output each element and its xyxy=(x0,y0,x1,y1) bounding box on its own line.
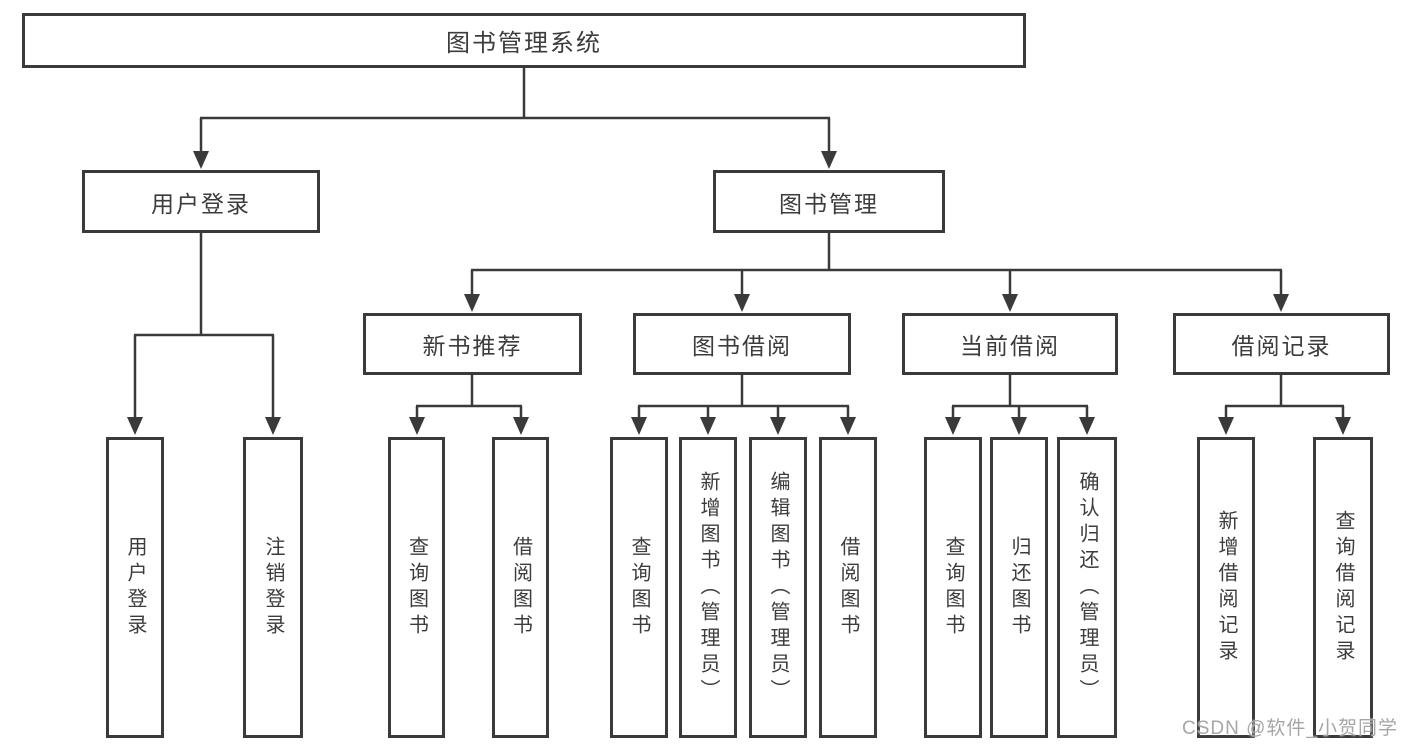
leaf-add-book-admin-label: 新增图书（管理员） xyxy=(697,470,719,705)
leaf-query-books-borrowing: 查询图书 xyxy=(610,437,668,738)
node-book-management-label: 图书管理 xyxy=(779,190,879,217)
leaf-query-books-recommend: 查询图书 xyxy=(388,437,445,738)
leaf-logout: 注销登录 xyxy=(243,437,303,738)
leaf-query-books-current: 查询图书 xyxy=(924,437,982,738)
leaf-user-login-label: 用户登录 xyxy=(124,535,146,640)
leaf-user-login: 用户登录 xyxy=(106,437,164,738)
node-new-book-recommendation: 新书推荐 xyxy=(363,313,582,375)
node-user-login-group-label: 用户登录 xyxy=(151,190,251,217)
node-book-borrowing-label: 图书借阅 xyxy=(692,333,792,359)
leaf-confirm-return-admin-label: 确认归还（管理员） xyxy=(1076,470,1098,705)
leaf-edit-book-admin: 编辑图书（管理员） xyxy=(749,437,807,738)
node-borrowing-records: 借阅记录 xyxy=(1173,313,1390,375)
leaf-confirm-return-admin: 确认归还（管理员） xyxy=(1057,437,1117,738)
node-root-label: 图书管理系统 xyxy=(446,30,602,57)
leaf-query-borrow-record: 查询借阅记录 xyxy=(1313,437,1373,738)
node-borrowing-records-label: 借阅记录 xyxy=(1231,333,1332,359)
node-new-book-recommendation-label: 新书推荐 xyxy=(422,333,523,359)
leaf-logout-label: 注销登录 xyxy=(262,535,284,640)
watermark: CSDN @软件_小贺同学 xyxy=(1182,718,1398,739)
leaf-edit-book-admin-label: 编辑图书（管理员） xyxy=(767,470,789,705)
node-book-management: 图书管理 xyxy=(713,170,945,233)
leaf-add-borrow-record-label: 新增借阅记录 xyxy=(1215,509,1237,666)
leaf-return-book: 归还图书 xyxy=(990,437,1048,738)
node-book-borrowing: 图书借阅 xyxy=(633,313,851,375)
leaf-query-books-recommend-label: 查询图书 xyxy=(405,535,428,640)
leaf-query-books-borrowing-label: 查询图书 xyxy=(628,535,650,640)
leaf-borrow-books-borrowing: 借阅图书 xyxy=(819,437,877,738)
leaf-borrow-books-recommend-label: 借阅图书 xyxy=(509,535,532,640)
leaf-add-borrow-record: 新增借阅记录 xyxy=(1197,437,1255,738)
leaf-borrow-books-recommend: 借阅图书 xyxy=(492,437,549,738)
node-current-borrowing-label: 当前借阅 xyxy=(960,333,1060,359)
leaf-query-books-current-label: 查询图书 xyxy=(942,535,964,640)
leaf-borrow-books-borrowing-label: 借阅图书 xyxy=(837,535,859,640)
leaf-return-book-label: 归还图书 xyxy=(1008,535,1030,640)
leaf-query-borrow-record-label: 查询借阅记录 xyxy=(1332,509,1354,666)
node-root: 图书管理系统 xyxy=(22,13,1026,68)
leaf-add-book-admin: 新增图书（管理员） xyxy=(679,437,737,738)
node-user-login-group: 用户登录 xyxy=(82,170,320,233)
node-current-borrowing: 当前借阅 xyxy=(902,313,1118,375)
